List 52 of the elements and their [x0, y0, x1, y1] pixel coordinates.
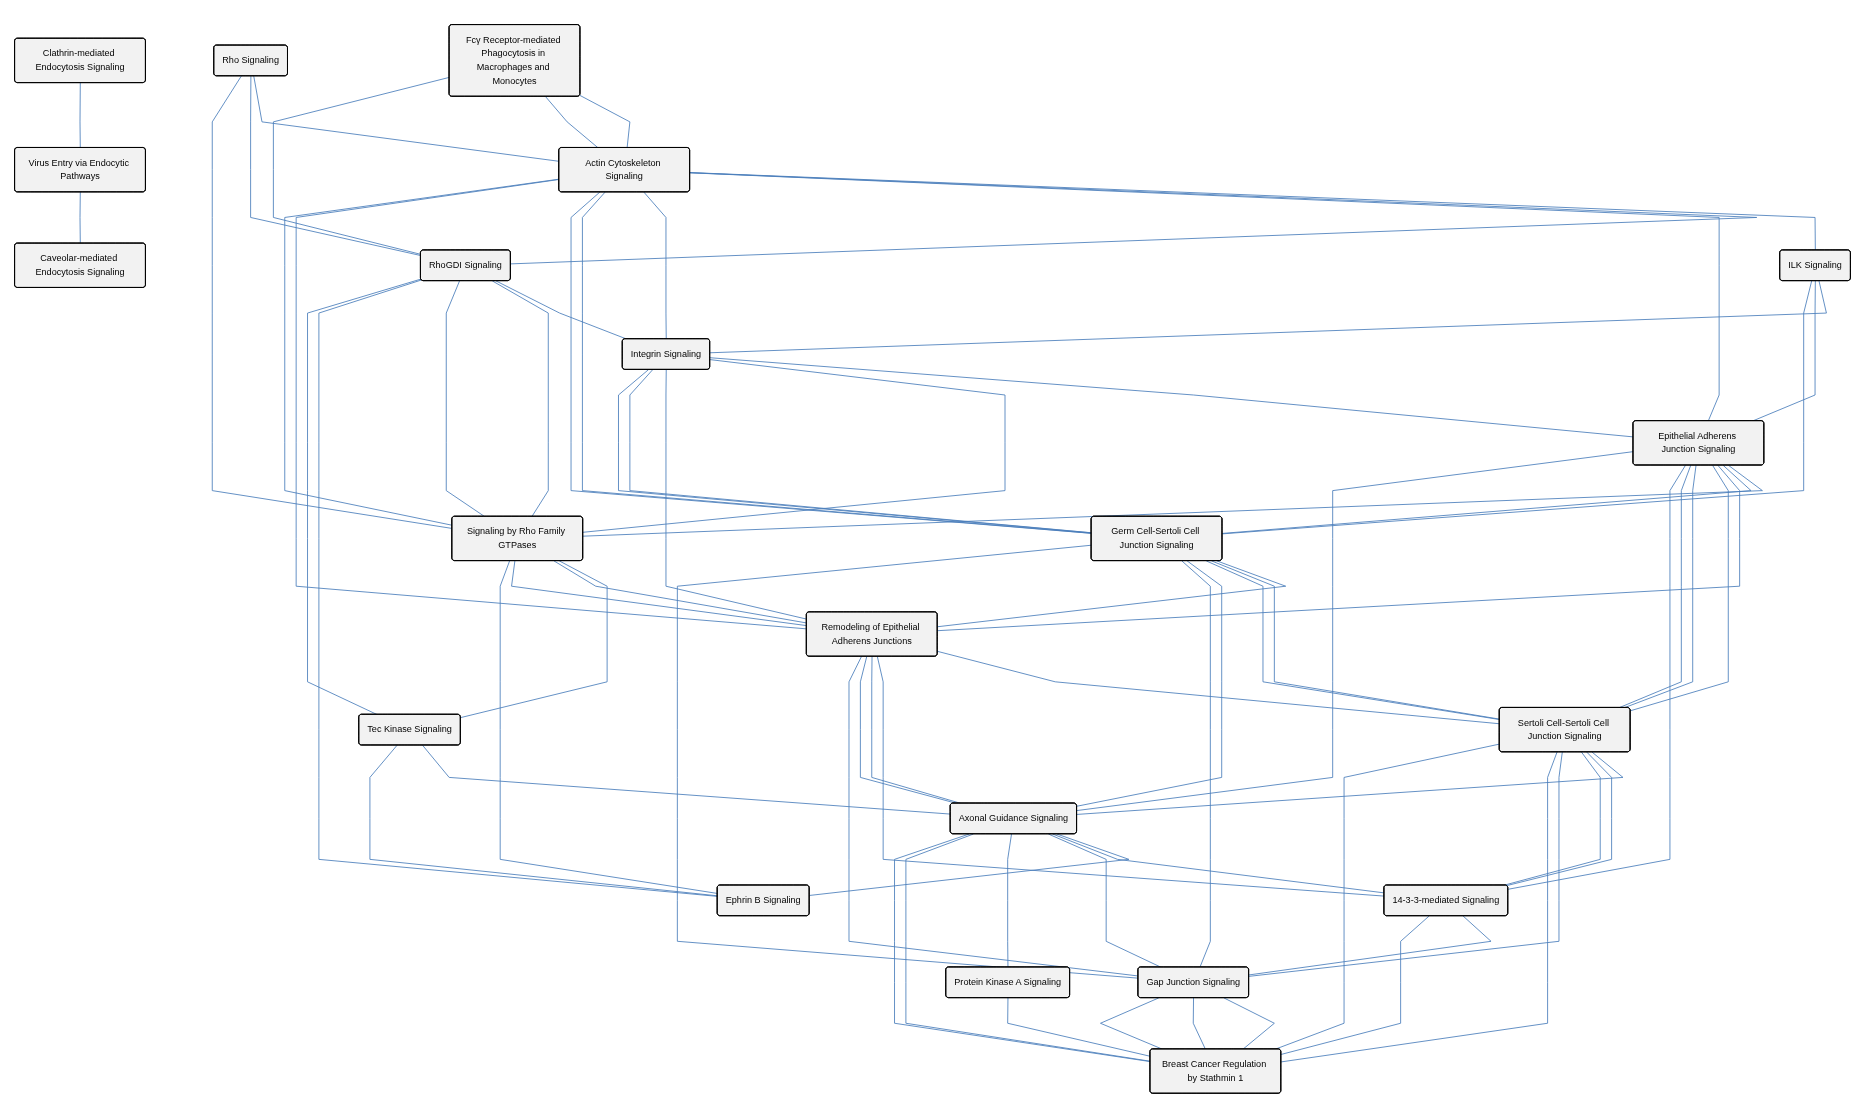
connector — [491, 280, 549, 517]
connector — [937, 650, 1500, 724]
connector — [284, 178, 560, 526]
connector — [1629, 464, 1729, 711]
connector — [511, 560, 808, 626]
connector — [211, 75, 453, 529]
connector — [318, 279, 718, 897]
connector — [876, 655, 1385, 897]
connector — [307, 278, 422, 715]
connector — [665, 368, 808, 620]
connector — [1007, 997, 1151, 1057]
connector — [1248, 751, 1563, 977]
connector — [460, 560, 608, 718]
connector — [499, 560, 718, 894]
connector — [510, 171, 1758, 264]
connector — [445, 280, 485, 517]
connector — [1181, 560, 1211, 968]
connector — [422, 744, 951, 815]
connector — [1052, 833, 1385, 893]
connector — [1280, 915, 1430, 1055]
connector — [709, 356, 1634, 437]
connector — [1076, 751, 1624, 815]
connector — [553, 560, 808, 623]
connector — [1248, 915, 1492, 975]
connector — [79, 82, 81, 148]
connector — [545, 95, 599, 148]
connector — [689, 171, 1720, 421]
connector — [1221, 280, 1813, 534]
connector — [582, 358, 1006, 533]
connector — [495, 280, 627, 339]
connector — [709, 280, 1827, 353]
connector — [809, 833, 1130, 896]
connector — [295, 178, 808, 629]
connector — [579, 94, 631, 148]
connector — [1076, 450, 1634, 811]
connector — [1507, 464, 1686, 890]
connector — [253, 75, 560, 162]
connector — [369, 744, 718, 896]
connector — [1221, 464, 1752, 534]
connector — [250, 75, 422, 256]
connector — [676, 544, 1139, 979]
connector — [1007, 833, 1012, 968]
connector — [79, 191, 81, 244]
connector — [582, 464, 1763, 537]
connector — [272, 76, 450, 255]
connector — [1192, 997, 1206, 1050]
connector — [848, 655, 1139, 976]
connector — [937, 560, 1287, 627]
connector — [937, 464, 1741, 631]
connector — [643, 191, 667, 339]
connector — [1280, 751, 1558, 1062]
connector — [1076, 560, 1223, 807]
